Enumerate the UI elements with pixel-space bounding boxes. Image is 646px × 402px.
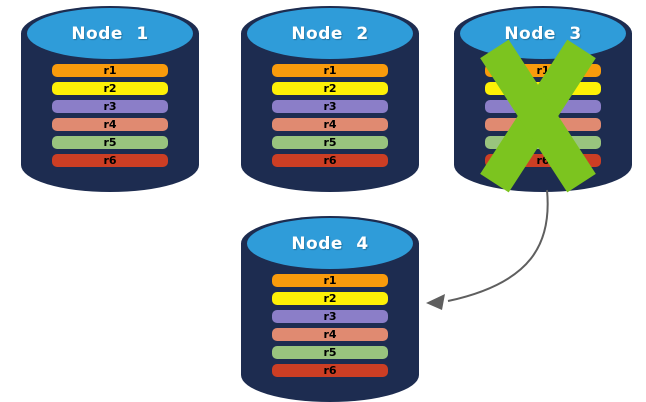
replica-bar-r5: r5 <box>272 346 388 359</box>
failure-x-icon <box>480 39 596 193</box>
cylinder-top: Node 3 <box>460 8 626 59</box>
replica-label: r5 <box>323 136 337 149</box>
replica-label: r4 <box>103 118 117 131</box>
replica-label: r3 <box>103 100 117 113</box>
replica-bar-r3: r3 <box>272 310 388 323</box>
replica-label: r3 <box>323 310 337 323</box>
replica-bar-r2: r2 <box>272 82 388 95</box>
replica-label: r5 <box>103 136 117 149</box>
replica-label: r2 <box>323 292 337 305</box>
replica-bar-r4: r4 <box>272 118 388 131</box>
replica-bar-r2: r2 <box>272 292 388 305</box>
replica-bar-r1: r1 <box>272 274 388 287</box>
replica-bar-r4: r4 <box>272 328 388 341</box>
replica-bar-r3: r3 <box>272 100 388 113</box>
replica-label: r3 <box>323 100 337 113</box>
replica-stack: r1 r2 r3 r4 r5 r6 <box>52 64 168 172</box>
replica-label: r5 <box>323 346 337 359</box>
replica-bar-r6: r6 <box>272 364 388 377</box>
replica-bar-r3: r3 <box>52 100 168 113</box>
node-title: Node 4 <box>291 233 369 254</box>
replica-stack: r1 r2 r3 r4 r5 r6 <box>272 64 388 172</box>
replica-bar-r2: r2 <box>52 82 168 95</box>
node-1: Node 1 r1 r2 r3 r4 r5 r6 <box>21 6 199 192</box>
replica-bar-r1: r1 <box>272 64 388 77</box>
replica-stack: r1 r2 r3 r4 r5 r6 <box>272 274 388 382</box>
replica-bar-r6: r6 <box>52 154 168 167</box>
replica-label: r4 <box>323 328 337 341</box>
replica-label: r6 <box>323 154 337 167</box>
replica-bar-r5: r5 <box>52 136 168 149</box>
cylinder-top: Node 1 <box>27 8 193 59</box>
replica-label: r1 <box>323 274 337 287</box>
replica-bar-r4: r4 <box>52 118 168 131</box>
node-title: Node 1 <box>71 23 149 44</box>
node-4: Node 4 r1 r2 r3 r4 r5 r6 <box>241 216 419 402</box>
replica-label: r6 <box>103 154 117 167</box>
node-title: Node 2 <box>291 23 369 44</box>
replica-label: r2 <box>323 82 337 95</box>
replica-label: r2 <box>103 82 117 95</box>
replica-label: r4 <box>323 118 337 131</box>
node-title: Node 3 <box>504 23 582 44</box>
replica-bar-r1: r1 <box>52 64 168 77</box>
cylinder-top: Node 2 <box>247 8 413 59</box>
replica-label: r1 <box>103 64 117 77</box>
replica-bar-r6: r6 <box>272 154 388 167</box>
replica-label: r1 <box>323 64 337 77</box>
node-2: Node 2 r1 r2 r3 r4 r5 r6 <box>241 6 419 192</box>
arrow-head-icon <box>426 294 445 310</box>
replica-label: r6 <box>323 364 337 377</box>
arrow-curve <box>447 189 549 302</box>
cylinder-top: Node 4 <box>247 218 413 269</box>
replica-bar-r5: r5 <box>272 136 388 149</box>
